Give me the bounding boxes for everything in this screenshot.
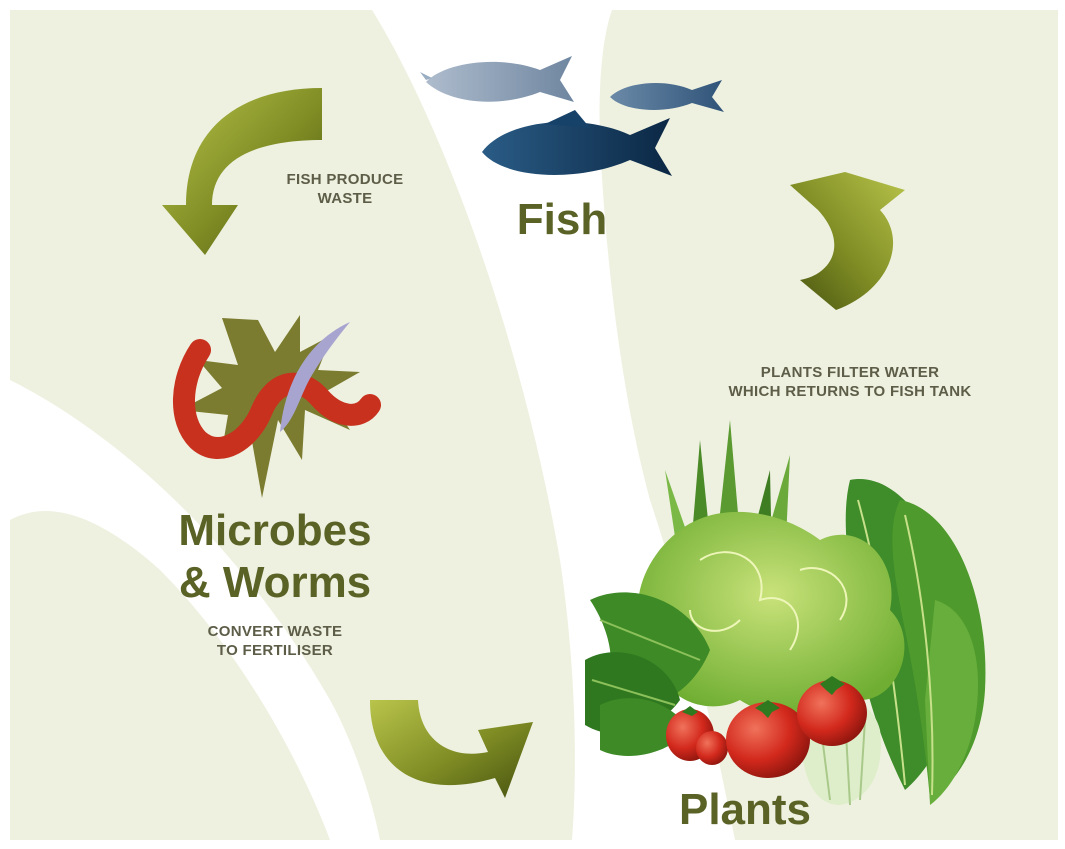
fish-caption-line2: WASTE xyxy=(248,189,442,208)
fish-caption: FISH PRODUCE WASTE xyxy=(248,170,442,208)
microbes-title: Microbes & Worms xyxy=(150,505,400,609)
fish-title: Fish xyxy=(500,195,624,245)
fish-caption-line1: FISH PRODUCE xyxy=(248,170,442,189)
microbes-caption-line2: TO FERTILISER xyxy=(170,641,380,660)
microbes-caption-line1: CONVERT WASTE xyxy=(170,622,380,641)
plants-caption-line2: WHICH RETURNS TO FISH TANK xyxy=(680,382,1020,401)
plants-caption-line1: PLANTS FILTER WATER xyxy=(680,363,1020,382)
plants-caption: PLANTS FILTER WATER WHICH RETURNS TO FIS… xyxy=(680,363,1020,401)
plants-title: Plants xyxy=(660,785,830,835)
microbes-title-line2: & Worms xyxy=(150,557,400,609)
microbes-title-line1: Microbes xyxy=(150,505,400,557)
microbes-caption: CONVERT WASTE TO FERTILISER xyxy=(170,622,380,660)
